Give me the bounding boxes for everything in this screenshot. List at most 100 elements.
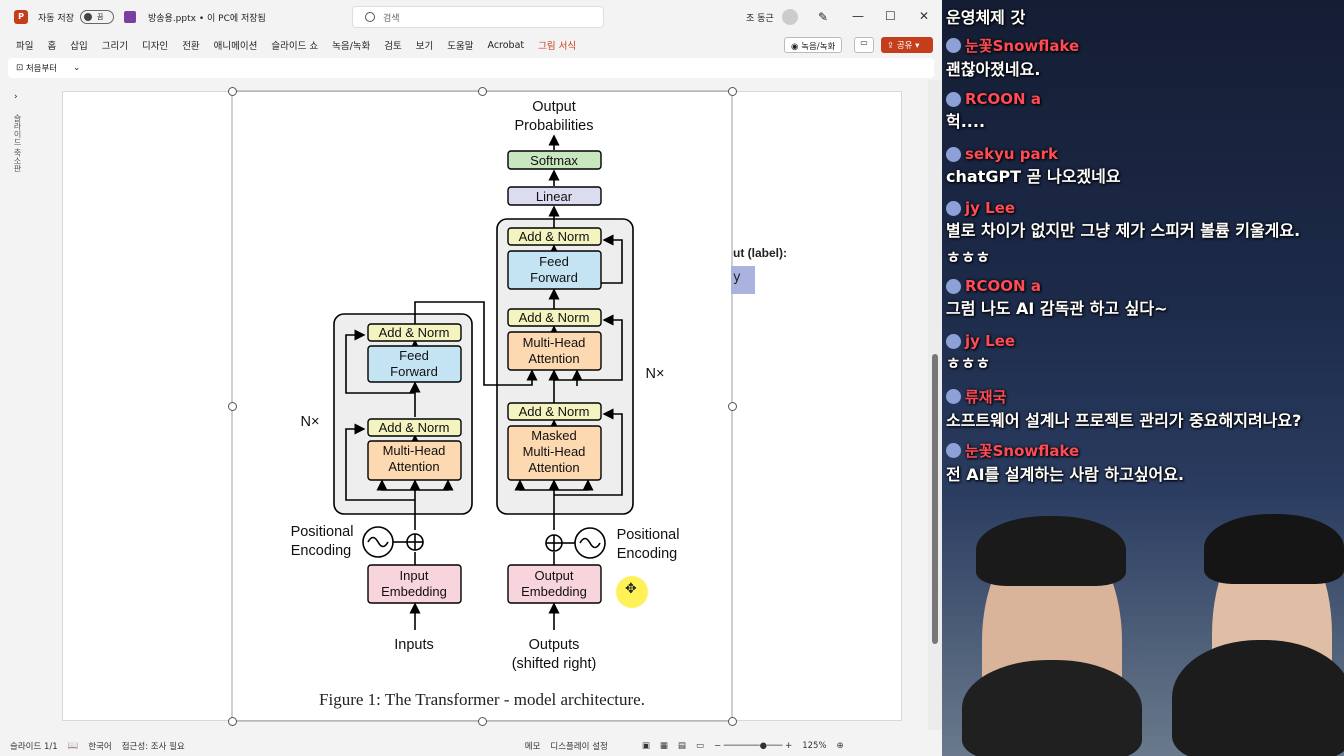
chat-nick: 눈꽃Snowflake [965, 37, 1080, 55]
tab-file[interactable]: 파일 [16, 41, 34, 52]
masked-line2: Multi-Head [523, 444, 586, 459]
feed-forward-line1: Feed [539, 254, 569, 269]
tab-review[interactable]: 검토 [384, 41, 402, 52]
resize-handle[interactable] [478, 717, 487, 726]
quick-access-bar: ⊡ 처음부터 ⌄ [8, 58, 934, 78]
resize-handle[interactable] [228, 87, 237, 96]
tab-insert[interactable]: 삽입 [70, 41, 88, 52]
close-icon[interactable]: ✕ [919, 9, 930, 23]
chat-avatar [946, 38, 961, 53]
reading-view-icon[interactable]: ▤ [677, 741, 686, 751]
outputs-line1: Outputs [529, 637, 580, 653]
chat-nick: 류재국 [965, 388, 1007, 406]
decoder-nx-label: N× [646, 366, 665, 382]
resize-handle[interactable] [728, 87, 737, 96]
notes-button[interactable]: 메모 [524, 742, 541, 752]
spellcheck-icon[interactable]: 📖 [67, 741, 79, 751]
resize-handle[interactable] [728, 717, 737, 726]
record-label: 녹음/녹화 [801, 42, 836, 52]
feed-forward-box [507, 250, 602, 290]
tab-transitions[interactable]: 전환 [182, 41, 200, 52]
sorter-view-icon[interactable]: ▦ [659, 741, 668, 751]
user-name[interactable]: 조 동근 [746, 14, 774, 24]
feed-forward-line1: Feed [399, 348, 429, 363]
tab-slideshow[interactable]: 슬라이드 쇼 [271, 41, 319, 52]
language-label[interactable]: 한국어 [88, 742, 112, 752]
add-norm-box [507, 402, 602, 421]
add-norm-label: Add & Norm [519, 310, 590, 325]
resize-handle[interactable] [228, 717, 237, 726]
move-cursor-icon: ✥ [625, 581, 637, 597]
transformer-diagram[interactable]: Output Probabilities Softmax Linear Add … [0, 0, 942, 756]
tab-design[interactable]: 디자인 [141, 41, 169, 52]
file-name[interactable]: 방송용.pptx • 이 PC에 저장됨 [147, 13, 266, 24]
tab-picture-format[interactable]: 그림 서식 [538, 41, 577, 52]
minimize-icon[interactable]: — [852, 9, 864, 23]
scrollbar-thumb[interactable] [932, 354, 938, 644]
chat-text: 운영체제 갓 [946, 8, 1026, 27]
attention-line1: Multi-Head [383, 443, 446, 458]
tab-record[interactable]: 녹음/녹화 [332, 41, 371, 52]
slide-canvas[interactable] [62, 91, 902, 721]
resize-handle[interactable] [228, 402, 237, 411]
powerpoint-window: P 자동 저장 끔 방송용.pptx • 이 PC에 저장됨 검색 조 동근 ✎… [0, 0, 942, 756]
add-norm-label: Add & Norm [379, 325, 450, 340]
customize-icon[interactable]: ⌄ [73, 63, 81, 73]
tab-animations[interactable]: 애니메이션 [213, 41, 258, 52]
display-settings-button[interactable]: 디스플레이 설정 [550, 742, 608, 752]
zoom-level[interactable]: 125% [802, 741, 827, 751]
chat-nick: jy Lee [965, 332, 1016, 350]
record-button[interactable]: ◉ 녹음/녹화 [784, 37, 843, 53]
title-bar: P 자동 저장 끔 방송용.pptx • 이 PC에 저장됨 검색 조 동근 ✎… [0, 0, 942, 34]
ribbon-tabs: 파일 홈 삽입 그리기 디자인 전환 애니메이션 슬라이드 쇼 녹음/녹화 검토… [0, 34, 942, 56]
accessibility-status[interactable]: 접근성: 조사 필요 [121, 742, 185, 752]
resize-handle[interactable] [478, 87, 487, 96]
search-input[interactable]: 검색 [352, 6, 604, 28]
webcam-hair-right [1204, 514, 1344, 584]
input-embedding-line2: Embedding [381, 584, 447, 599]
tab-draw[interactable]: 그리기 [101, 41, 128, 52]
tab-view[interactable]: 보기 [415, 41, 434, 52]
fit-slide-icon[interactable]: ⊕ [836, 741, 844, 751]
vertical-scrollbar[interactable] [928, 80, 942, 730]
multi-head-attention-box [367, 440, 462, 481]
thumbnail-pane: › 슬라이드 축소판 [6, 84, 30, 734]
pen-icon[interactable]: ✎ [818, 10, 829, 24]
avatar[interactable] [782, 9, 798, 25]
chat-text: ㅎㅎㅎ [946, 248, 991, 267]
autosave-toggle[interactable]: 끔 [79, 10, 114, 24]
output-probabilities-line1: Output [532, 99, 576, 115]
chat-nick: RCOON a [965, 90, 1041, 108]
add-norm-label: Add & Norm [379, 420, 450, 435]
slideshow-icon[interactable]: ▭ [695, 741, 704, 751]
positional-encoding-line1: Positional [291, 524, 354, 540]
maximize-icon[interactable]: ☐ [885, 9, 896, 23]
share-button[interactable]: ⇪ 공유 ▾ [881, 37, 933, 53]
chat-text: 괜찮아졌네요. [946, 60, 1041, 79]
chat-text: 별로 차이가 없지만 그냥 제가 스피커 볼륨 키울게요. [946, 221, 1301, 240]
comment-icon[interactable]: ▭ [854, 37, 874, 53]
add-norm-box [367, 323, 462, 342]
resize-handle[interactable] [728, 402, 737, 411]
attention-line1: Multi-Head [523, 335, 586, 350]
zoom-slider[interactable]: − ───────●─── + [713, 741, 793, 751]
add-norm-box [507, 227, 602, 246]
positional-encoding-line1: Positional [617, 527, 680, 543]
normal-view-icon[interactable]: ▣ [641, 741, 650, 751]
chat-text: chatGPT 곧 나오겠네요 [946, 167, 1121, 186]
input-embedding-line1: Input [400, 568, 429, 583]
thumbnail-label[interactable]: 슬라이드 축소판 [13, 114, 22, 173]
tab-help[interactable]: 도움말 [447, 41, 474, 52]
from-start-button[interactable]: 처음부터 [25, 64, 58, 74]
chat-avatar [946, 443, 961, 458]
tab-acrobat[interactable]: Acrobat [487, 39, 525, 51]
save-icon[interactable] [123, 11, 136, 23]
from-start-icon[interactable]: ⊡ [16, 63, 26, 73]
tab-home[interactable]: 홈 [47, 41, 57, 52]
chat-text: 그럼 나도 AI 감독관 하고 싶다~ [946, 299, 1168, 318]
expand-icon[interactable]: › [14, 92, 18, 102]
output-embedding-box [507, 564, 602, 604]
